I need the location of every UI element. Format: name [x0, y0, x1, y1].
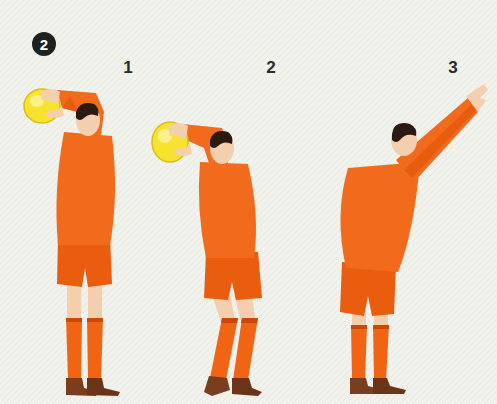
- callout-number: 2: [266, 58, 275, 78]
- player-figure-1: [24, 89, 120, 396]
- player-figure-3: [340, 84, 488, 394]
- step-number-badge: 2: [32, 32, 56, 56]
- callout-number: 1: [123, 58, 132, 78]
- player-figure-2: [152, 122, 262, 396]
- step-number: 2: [40, 37, 48, 52]
- callout-number: 3: [448, 58, 457, 78]
